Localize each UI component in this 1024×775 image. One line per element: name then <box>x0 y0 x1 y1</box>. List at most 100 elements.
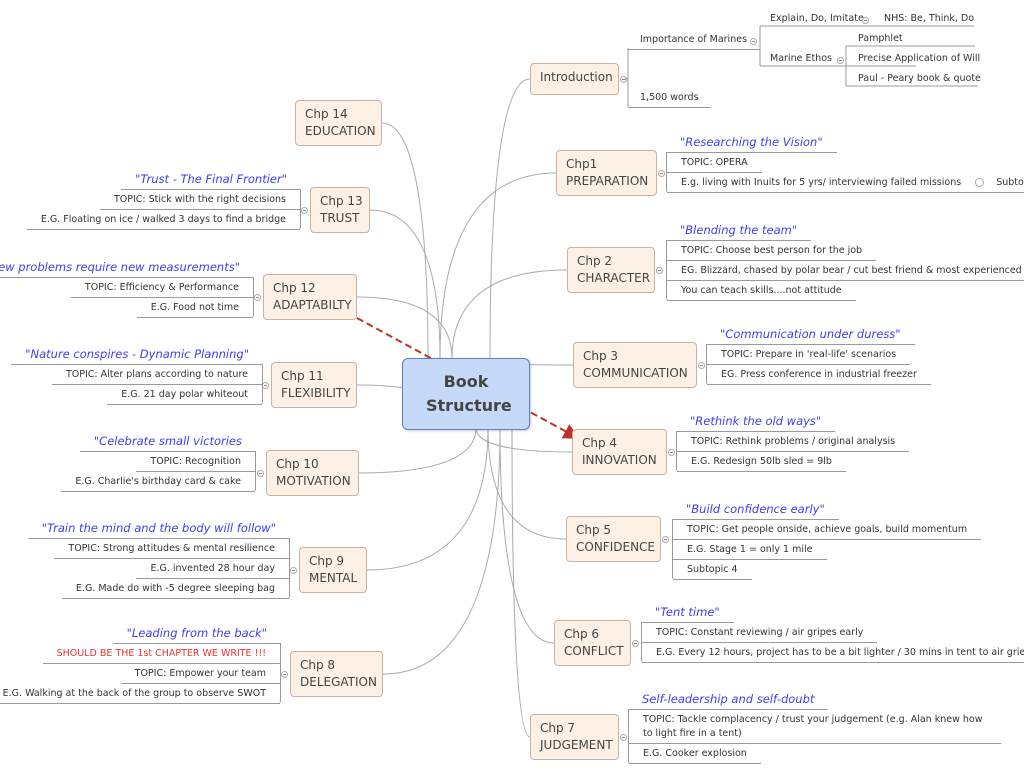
intro-precise[interactable]: Precise Application of Will <box>858 53 981 64</box>
chapter-quote[interactable]: "Tent time" <box>641 603 734 623</box>
detail-item[interactable]: TOPIC: Choose best person for the job <box>667 241 877 261</box>
chapter-name: INNOVATION <box>582 453 657 467</box>
collapse-icon[interactable] <box>257 470 264 477</box>
chapter-quote[interactable]: "Researching the Vision" <box>666 133 837 153</box>
detail-item[interactable]: E.G. Made do with -5 degree sleeping bag <box>61 579 289 599</box>
detail-item[interactable]: You can teach skills....not attitude <box>667 281 856 301</box>
collapse-icon[interactable] <box>975 178 985 187</box>
detail-item[interactable]: E.G. Redesign 50lb sled = 9lb <box>677 452 846 472</box>
detail-item[interactable]: TOPIC: Alter plans according to nature <box>51 365 262 385</box>
chapter-name: PREPARATION <box>566 174 649 188</box>
detail-item[interactable]: E.G. Every 12 hours, project has to be a… <box>642 643 1024 663</box>
intro-nhs[interactable]: NHS: Be, Think, Do <box>884 13 975 24</box>
central-topic[interactable]: Book Structure <box>402 358 530 430</box>
detail-item[interactable]: E.G. invented 28 hour day <box>136 559 289 579</box>
branch-line <box>499 427 555 644</box>
chapter-details: "Tent time"TOPIC: Constant reviewing / a… <box>641 603 1024 663</box>
collapse-icon[interactable] <box>632 640 639 647</box>
detail-item[interactable]: Subtopic 4 <box>673 560 752 580</box>
intro-explain[interactable]: Explain, Do, Imitate <box>770 13 864 24</box>
detail-item[interactable]: TOPIC: Tackle complacency / trust your j… <box>629 710 1001 744</box>
collapse-icon[interactable] <box>662 536 669 543</box>
detail-item[interactable]: EG. Blizzard, chased by polar bear / cut… <box>667 261 1024 281</box>
chapter-name: JUDGEMENT <box>540 738 613 752</box>
intro-pamphlet[interactable]: Pamphlet <box>858 33 903 44</box>
detail-item[interactable]: E.G. 21 day polar whiteout <box>107 385 262 405</box>
chapter-number: Chp 9 <box>309 554 345 568</box>
intro-ethos[interactable]: Marine Ethos <box>770 53 832 64</box>
collapse-icon[interactable] <box>837 57 844 64</box>
chapter-quote[interactable]: "Nature conspires - Dynamic Planning" <box>11 345 263 365</box>
detail-item[interactable]: E.G. Charlie's birthday card & cake <box>61 472 255 492</box>
detail-item[interactable]: TOPIC: Constant reviewing / air gripes e… <box>642 623 878 643</box>
intro-importance[interactable]: Importance of Marines <box>628 30 760 50</box>
collapse-icon[interactable] <box>290 567 297 574</box>
chapter-details: "Build confidence early"TOPIC: Get peopl… <box>672 500 982 580</box>
detail-item[interactable]: E.G. Cooker explosion <box>629 744 761 764</box>
detail-item[interactable]: E.G. Food not time <box>136 298 253 318</box>
detail-item[interactable]: EG. Press conference in industrial freez… <box>707 365 931 385</box>
chapter-quote[interactable]: "Build confidence early" <box>672 500 839 520</box>
chapter-quote[interactable]: Self-leadership and self-doubt <box>628 690 829 710</box>
detail-item[interactable]: TOPIC: Recognition <box>136 452 255 472</box>
detail-item[interactable]: TOPIC: Rethink problems / original analy… <box>677 432 910 452</box>
collapse-icon[interactable] <box>698 362 705 369</box>
detail-item[interactable]: TOPIC: Stick with the right decisions <box>99 190 300 210</box>
collapse-icon[interactable] <box>656 267 663 274</box>
detail-item[interactable]: TOPIC: Strong attitudes & mental resilie… <box>54 539 289 559</box>
branch-line <box>366 427 489 571</box>
detail-item[interactable]: TOPIC: OPERA <box>667 153 762 173</box>
intro-words[interactable]: 1,500 words <box>628 88 711 108</box>
subtopic[interactable]: Subtopic 1 <box>996 177 1024 188</box>
collapse-icon[interactable] <box>668 449 675 456</box>
chapter-quote[interactable]: "Trust - The Final Frontier" <box>121 170 301 190</box>
collapse-icon[interactable] <box>254 294 261 301</box>
detail-item[interactable]: SHOULD BE THE 1st CHAPTER WE WRITE !!! <box>42 644 280 664</box>
detail-item[interactable]: TOPIC: Empower your team <box>120 664 280 684</box>
chapter-number: Chp 3 <box>583 349 619 363</box>
detail-item[interactable]: E.G. Walking at the back of the group to… <box>0 684 280 704</box>
detail-item[interactable]: E.g. living with Inuits for 5 yrs/ inter… <box>667 173 1024 193</box>
collapse-icon[interactable] <box>620 734 627 741</box>
chapter-name: TRUST <box>320 211 360 225</box>
intro-paul[interactable]: Paul - Peary book & quote <box>858 73 981 84</box>
collapse-icon[interactable] <box>301 207 308 214</box>
detail-item[interactable]: TOPIC: Efficiency & Performance <box>70 278 253 298</box>
chapter-quote[interactable]: "Train the mind and the body will follow… <box>27 519 290 539</box>
detail-item[interactable]: E.G. Floating on ice / walked 3 days to … <box>26 210 300 230</box>
chapter-quote[interactable]: "Communication under duress" <box>706 325 915 345</box>
collapse-icon[interactable] <box>862 17 869 24</box>
detail-list: SHOULD BE THE 1st CHAPTER WE WRITE !!!TO… <box>0 644 281 704</box>
collapse-icon[interactable] <box>262 382 269 389</box>
chapter-quote[interactable]: "Celebrate small victories <box>79 432 256 452</box>
detail-item[interactable]: TOPIC: Prepare in 'real-life' scenarios <box>707 345 911 365</box>
chapter-quote[interactable]: "Blending the team" <box>666 221 812 241</box>
chapter-name: CHARACTER <box>577 271 651 285</box>
detail-item[interactable]: E.G. Stage 1 = only 1 mile <box>673 540 827 560</box>
branch-line <box>451 269 568 359</box>
chapter-number: Chp 12 <box>273 281 316 295</box>
detail-item[interactable]: TOPIC: Get people onside, achieve goals,… <box>673 520 982 540</box>
collapse-icon[interactable] <box>658 170 665 177</box>
chapter-quote[interactable]: "New problems require new measurements" <box>0 258 254 278</box>
topic-introduction[interactable]: Introduction <box>530 63 619 95</box>
collapse-icon[interactable] <box>281 671 288 678</box>
chapter-quote[interactable]: "Rethink the old ways" <box>676 412 836 432</box>
chapter-quote[interactable]: "Leading from the back" <box>112 624 281 644</box>
collapse-icon[interactable] <box>750 38 757 45</box>
topic-label: Introduction <box>540 70 613 84</box>
